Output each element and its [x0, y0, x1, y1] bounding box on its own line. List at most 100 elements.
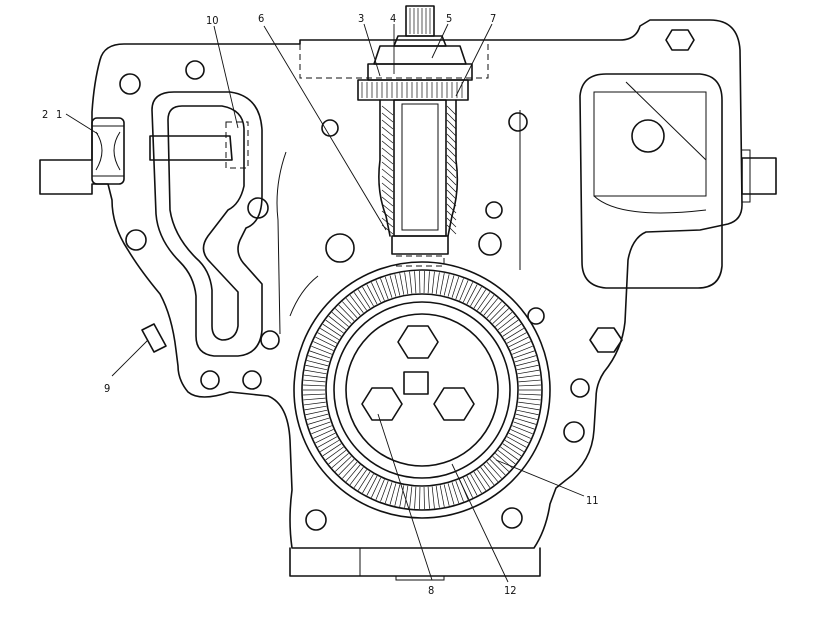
gear-tooth-line: [357, 289, 371, 309]
gear-tooth-line: [303, 379, 326, 383]
gear-tooth-line: [502, 323, 522, 337]
leader-3: [363, 23, 381, 77]
callout-3: 3: [358, 12, 364, 25]
gear-tooth-line: [303, 393, 326, 396]
callout-10: 10: [206, 14, 219, 27]
gear-teeth-inner: [325, 293, 519, 487]
gear-tooth-line: [431, 271, 435, 294]
bolt-hole: [485, 201, 503, 219]
housing-outline: [39, 19, 743, 549]
gear-tooth-line: [500, 446, 519, 461]
gear-tooth-line: [518, 401, 541, 406]
gear-tooth-line: [320, 328, 340, 341]
shaft-hatch-line: [446, 217, 457, 228]
gear-tooth-line: [357, 471, 371, 491]
shaft-hatch-line: [381, 217, 394, 228]
gear-tooth-line: [306, 413, 329, 420]
gear-tooth-line: [320, 439, 340, 452]
gear-tooth-line: [466, 284, 478, 305]
gear-tooth-line: [512, 345, 533, 355]
gear-tooth-line: [439, 485, 445, 507]
drive-gear: [293, 261, 551, 519]
gear-tooth-line: [515, 360, 538, 367]
gear-tooth-line: [473, 289, 487, 309]
gear-tooth-line: [459, 280, 469, 301]
gear-tooth-line: [518, 397, 541, 401]
shaft-hatch-line: [381, 203, 394, 214]
shaft-hatch-line: [381, 182, 394, 193]
gear-tooth-line: [380, 480, 389, 502]
gear-tooth-line: [497, 449, 516, 465]
shaft-hatch-line: [446, 196, 457, 207]
shaft-hatch-line: [446, 112, 457, 123]
gear-tooth-line: [399, 485, 405, 507]
shaft-hatching: [381, 105, 457, 235]
shaft-hatch-line: [446, 133, 457, 144]
gear-tooth-line: [506, 436, 527, 448]
gear-tooth-line: [447, 483, 455, 505]
gear-tooth-line: [305, 409, 328, 416]
gear-tooth-line: [504, 439, 524, 452]
right-pocket: [579, 73, 723, 289]
gear-outer-rim: [293, 261, 551, 519]
gear-tooth-line: [305, 364, 328, 371]
gear-tooth-line: [345, 464, 361, 482]
gear-tooth-line: [389, 483, 397, 505]
shaft-hatch-line: [446, 210, 457, 221]
gear-tooth-line: [480, 295, 495, 313]
gear-tooth-lines: [303, 271, 541, 509]
shaft-hatch-line: [381, 119, 394, 130]
leader-1: [65, 113, 99, 135]
callout-1: 1: [56, 108, 62, 121]
gear-tooth-line: [508, 336, 529, 348]
gear-tooth-line: [516, 409, 539, 416]
gear-tooth-line: [443, 274, 450, 296]
gear-tooth-line: [349, 295, 364, 313]
gear-tooth-line: [375, 479, 385, 500]
gear-tooth-line: [353, 469, 367, 488]
gear-tooth-line: [311, 345, 332, 355]
bolt-hole: [325, 233, 355, 263]
gear-tooth-line: [307, 417, 330, 425]
gear-tooth-line: [497, 315, 516, 331]
leader-8: [377, 413, 433, 581]
hub-hex-bolt: [361, 387, 403, 421]
leader-7: [455, 23, 493, 97]
gear-tooth-line: [371, 282, 382, 303]
gear-tooth-line: [325, 446, 344, 461]
shaft-hatch-line: [446, 182, 457, 193]
pinion-gear-teeth: [361, 82, 463, 98]
gear-tooth-line: [518, 393, 541, 396]
gear-tooth-line: [480, 467, 495, 485]
hub-square-drive: [403, 371, 429, 395]
gear-tooth-line: [470, 473, 482, 494]
gear-tooth-line: [513, 421, 535, 430]
shaft-hatch-line: [381, 147, 394, 158]
gear-tooth-line: [303, 397, 326, 401]
gear-tooth-line: [345, 298, 361, 316]
shaft-hatch-line: [381, 105, 394, 116]
housing: [39, 19, 777, 581]
bolt-hole: [125, 229, 147, 251]
gear-tooth-line: [451, 276, 460, 298]
gear-tooth-line: [435, 485, 440, 508]
hex-plug: [589, 327, 623, 353]
gear-tooth-line: [508, 432, 529, 444]
gear-tooth-line: [451, 482, 460, 504]
gear-tooth-line: [349, 467, 364, 485]
shaft-hatch-line: [446, 154, 457, 165]
bolt-hole: [478, 232, 502, 256]
shaft-housing-left: [378, 99, 391, 237]
gear-tooth-line: [366, 475, 378, 496]
flange-hex-nut: [92, 125, 124, 177]
gear-tooth-line: [477, 469, 491, 488]
shaft-hatch-line: [381, 112, 394, 123]
gear-tooth-line: [510, 429, 531, 439]
gear-tooth-line: [366, 284, 378, 305]
gear-tooth-line: [325, 319, 344, 334]
right-pocket-inner: [593, 81, 707, 214]
leader-6: [263, 25, 387, 231]
shaft-hatch-line: [381, 154, 394, 165]
callout-8: 8: [428, 584, 434, 597]
gear-tooth-line: [518, 379, 541, 383]
